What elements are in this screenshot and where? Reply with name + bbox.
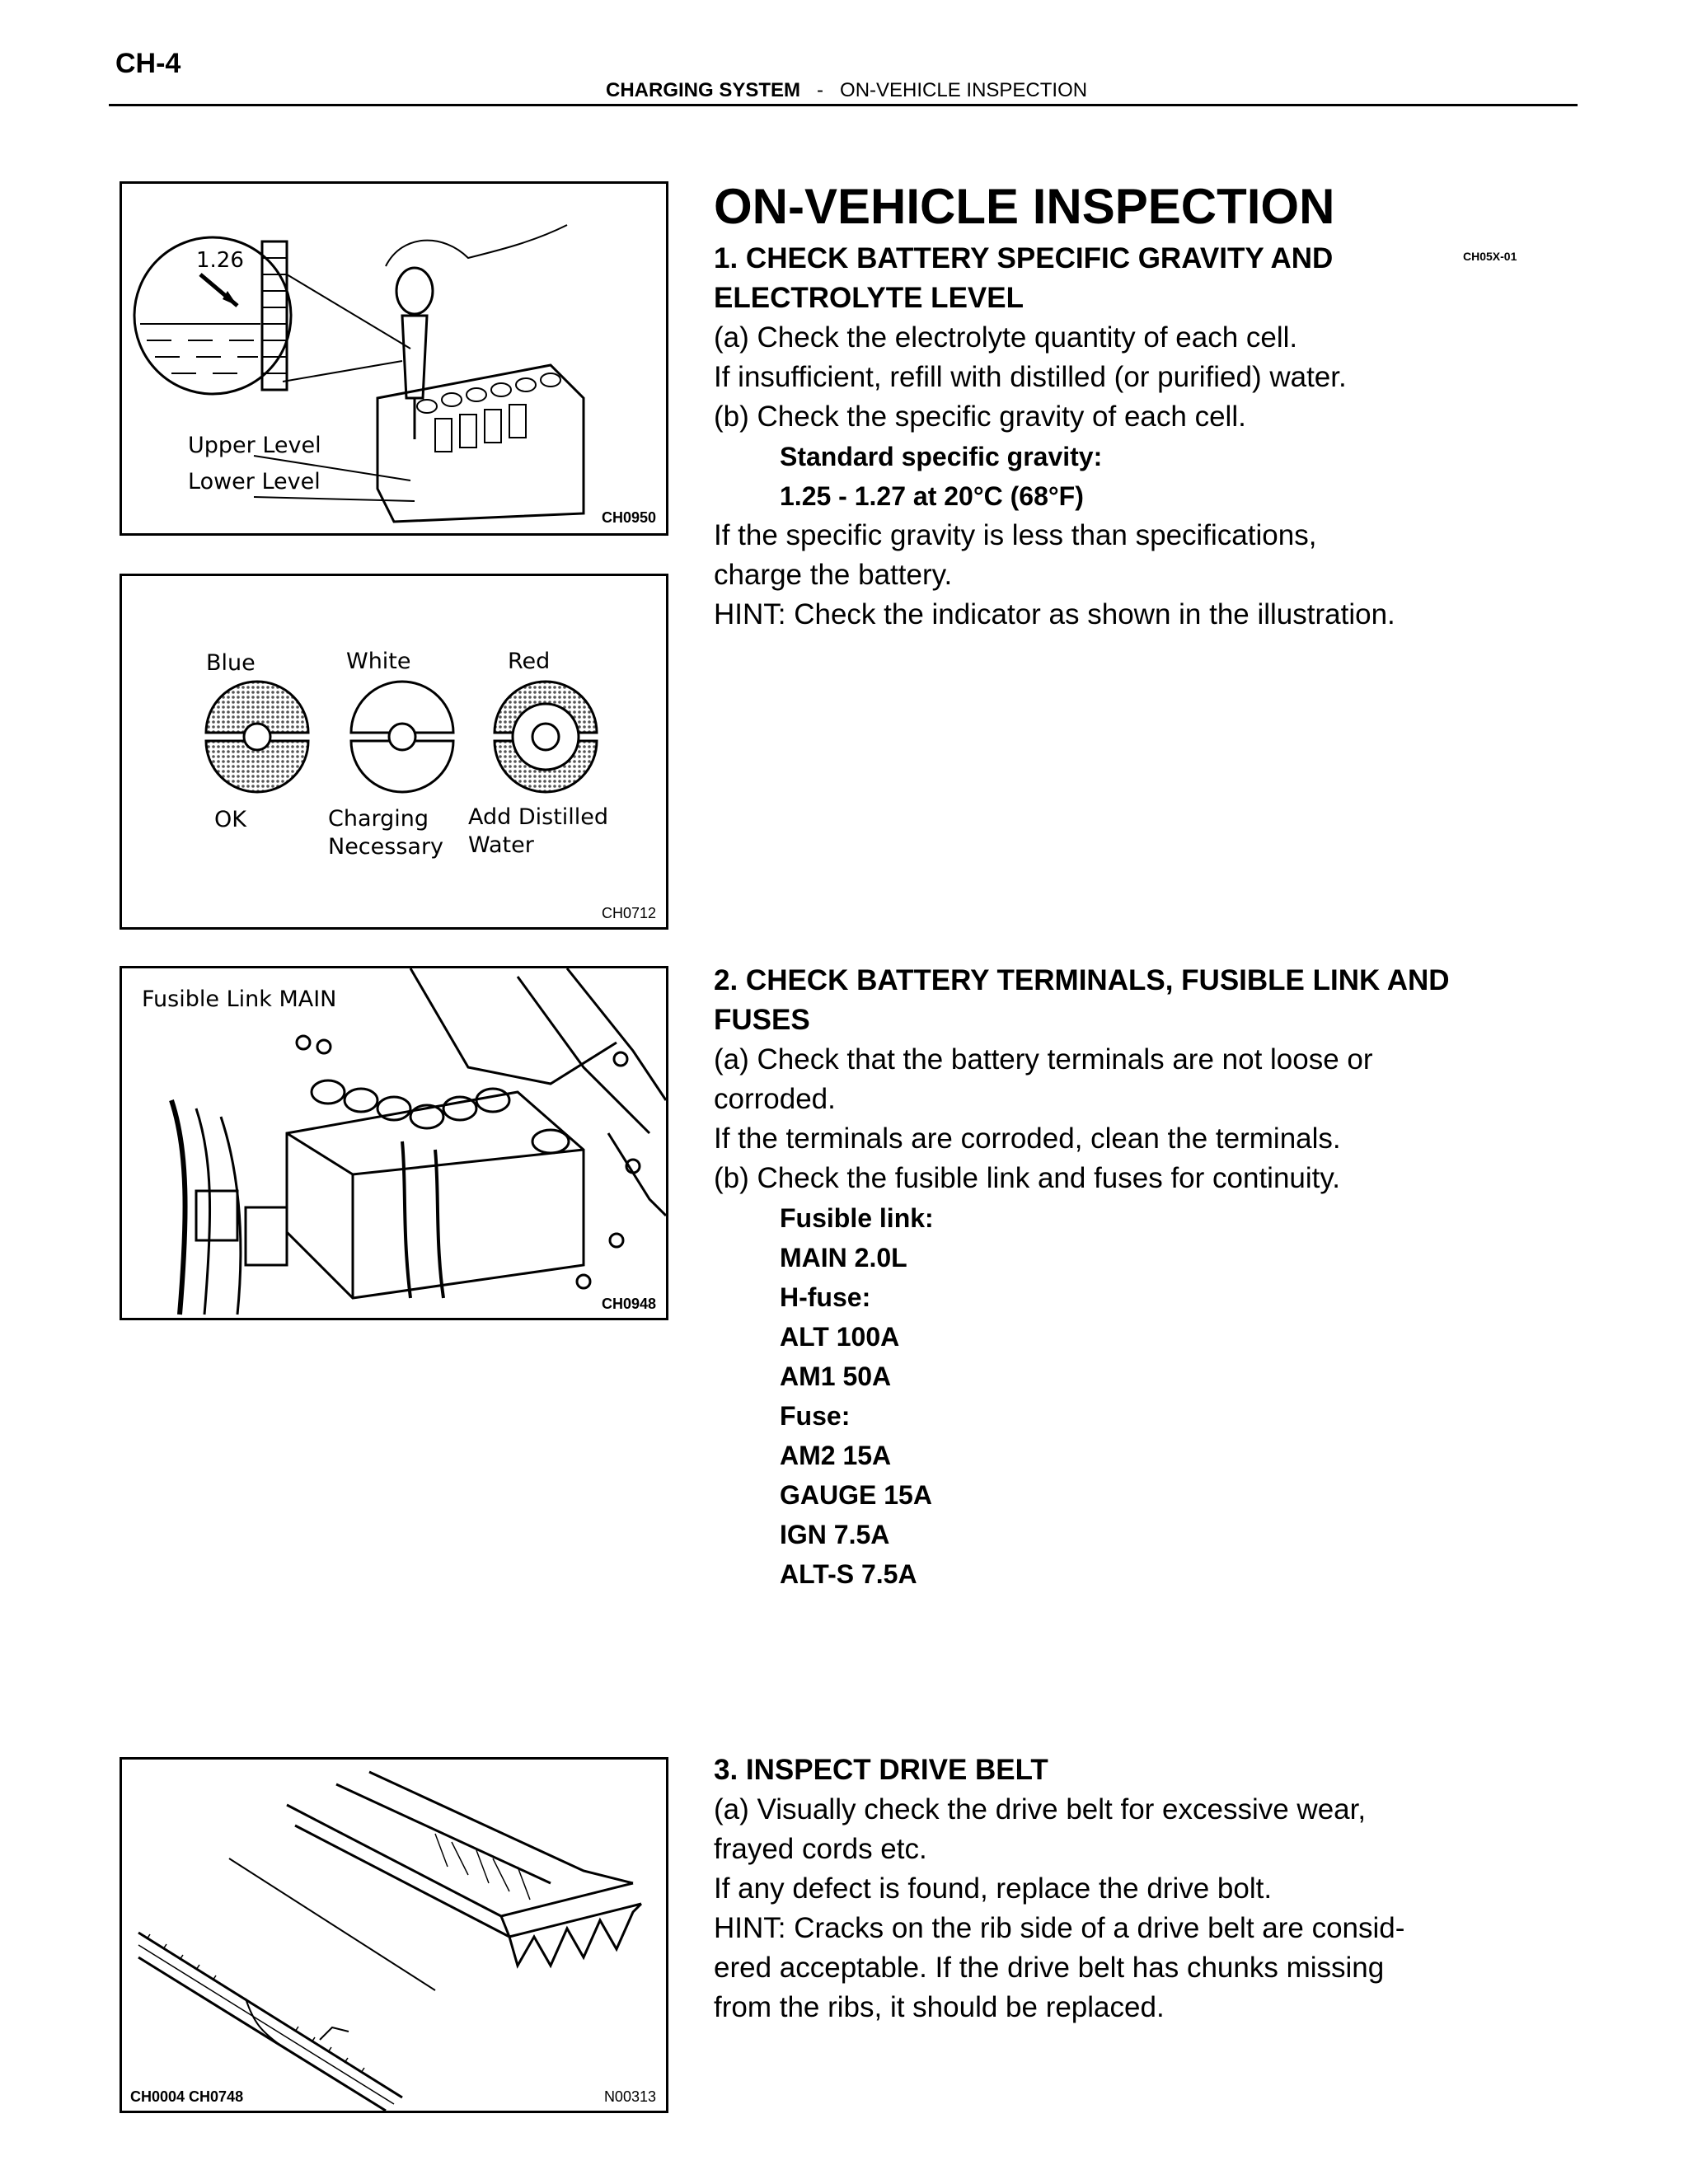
spec-gravity-value: 1.25 - 1.27 at 20°C (68°F) xyxy=(780,481,1084,511)
section1-body: 1. CHECK BATTERY SPECIFIC GRAVITY AND EL… xyxy=(714,239,1395,635)
fusible-link-figure-code: CH0948 xyxy=(601,1296,656,1312)
section3-line: from the ribs, it should be replaced. xyxy=(714,1991,1165,2023)
section-ref-code: CH05X-01 xyxy=(1463,250,1517,263)
page-title: ON-VEHICLE INSPECTION xyxy=(714,179,1335,234)
fuse-spec: H-fuse: xyxy=(780,1282,871,1312)
page-number: CH-4 xyxy=(115,48,181,79)
section1-line: charge the battery. xyxy=(714,559,953,591)
fuse-spec: IGN 7.5A xyxy=(780,1520,890,1549)
fuse-spec: MAIN 2.0L xyxy=(780,1243,907,1272)
section1-line: If insufficient, refill with distilled (… xyxy=(714,361,1347,393)
fuse-spec: ALT 100A xyxy=(780,1322,900,1352)
section3-body: 3. INSPECT DRIVE BELT (a) Visually check… xyxy=(714,1750,1404,2027)
header-rule xyxy=(109,104,1578,106)
indicator-status-charging-line1: Charging xyxy=(328,806,429,832)
fusible-link-label: Fusible Link MAIN xyxy=(142,987,337,1012)
fuse-spec: AM2 15A xyxy=(780,1441,892,1470)
indicator-label-red: Red xyxy=(508,649,551,674)
section1-hint: HINT: Check the indicator as shown in th… xyxy=(714,598,1395,630)
indicator-label-blue: Blue xyxy=(206,650,256,676)
hydrometer-figure: 1.26 Upper Level Lower Level CH0950 xyxy=(120,181,668,536)
indicator-figure: Blue White Red OK Charging Necessary Add… xyxy=(120,574,668,930)
section1-line: (b) Check the specific gravity of each c… xyxy=(714,401,1246,433)
section2-line: (b) Check the fusible link and fuses for… xyxy=(714,1162,1341,1194)
lower-level-label: Lower Level xyxy=(188,469,321,494)
section3-line: (a) Visually check the drive belt for ex… xyxy=(714,1793,1367,1825)
running-header: CHARGING SYSTEM - ON-VEHICLE INSPECTION xyxy=(606,79,1087,102)
fuse-spec: GAUGE 15A xyxy=(780,1480,932,1510)
fuse-spec: Fuse: xyxy=(780,1401,851,1431)
section1-line: If the specific gravity is less than spe… xyxy=(714,519,1317,551)
section1-line: (a) Check the electrolyte quantity of ea… xyxy=(714,321,1298,354)
hydrometer-reading: 1.26 xyxy=(196,248,244,273)
drive-belt-figure-code-left: CH0004 CH0748 xyxy=(130,2088,244,2105)
indicator-illustration xyxy=(204,680,598,794)
indicator-white-icon xyxy=(349,680,455,794)
indicator-label-white: White xyxy=(346,649,411,674)
header-separator: - xyxy=(817,79,824,101)
hydrometer-figure-code: CH0950 xyxy=(601,509,656,526)
indicator-status-add-water: Add Distilled Water xyxy=(468,804,608,860)
section1-heading-line1: 1. CHECK BATTERY SPECIFIC GRAVITY AND xyxy=(714,242,1334,274)
section2-body: 2. CHECK BATTERY TERMINALS, FUSIBLE LINK… xyxy=(714,961,1450,1594)
spec-gravity-label: Standard specific gravity: xyxy=(780,442,1103,471)
section2-line: corroded. xyxy=(714,1083,836,1115)
fuse-spec: AM1 50A xyxy=(780,1361,892,1391)
drive-belt-figure-code-right: N00313 xyxy=(603,2088,656,2105)
section3-heading: 3. INSPECT DRIVE BELT xyxy=(714,1754,1048,1786)
section1-heading-line2: ELECTROLYTE LEVEL xyxy=(714,282,1024,314)
drive-belt-figure: CH0004 CH0748 N00313 xyxy=(120,1757,668,2113)
section3-hint: HINT: Cracks on the rib side of a drive … xyxy=(714,1912,1405,1944)
drive-belt-illustration xyxy=(138,1770,643,2111)
indicator-status-charging-line2: Necessary xyxy=(328,834,444,860)
hydrometer-illustration xyxy=(133,224,585,523)
section2-line: (a) Check that the battery terminals are… xyxy=(714,1043,1373,1076)
header-subsection: ON-VEHICLE INSPECTION xyxy=(840,79,1088,101)
upper-level-label: Upper Level xyxy=(188,433,321,458)
header-section: CHARGING SYSTEM xyxy=(606,79,801,101)
fuse-spec: Fusible link: xyxy=(780,1203,934,1233)
indicator-red-icon xyxy=(493,680,598,794)
section2-heading-line1: 2. CHECK BATTERY TERMINALS, FUSIBLE LINK… xyxy=(714,964,1450,996)
indicator-status-add-water-line2: Water xyxy=(468,832,534,858)
indicator-status-add-water-line1: Add Distilled xyxy=(468,804,609,830)
section2-heading-line2: FUSES xyxy=(714,1004,810,1036)
indicator-blue-icon xyxy=(204,680,310,794)
section3-line: frayed cords etc. xyxy=(714,1833,927,1865)
fusible-link-figure: Fusible Link MAIN CH0948 xyxy=(120,966,668,1320)
fuse-spec: ALT-S 7.5A xyxy=(780,1559,917,1589)
indicator-status-ok: OK xyxy=(214,807,246,832)
indicator-status-charging: Charging Necessary xyxy=(328,805,443,861)
section3-line: If any defect is found, replace the driv… xyxy=(714,1872,1273,1905)
indicator-figure-code: CH0712 xyxy=(601,905,656,921)
section3-line: ered acceptable. If the drive belt has c… xyxy=(714,1952,1385,1984)
section2-line: If the terminals are corroded, clean the… xyxy=(714,1122,1341,1155)
fusible-link-illustration xyxy=(169,968,666,1315)
